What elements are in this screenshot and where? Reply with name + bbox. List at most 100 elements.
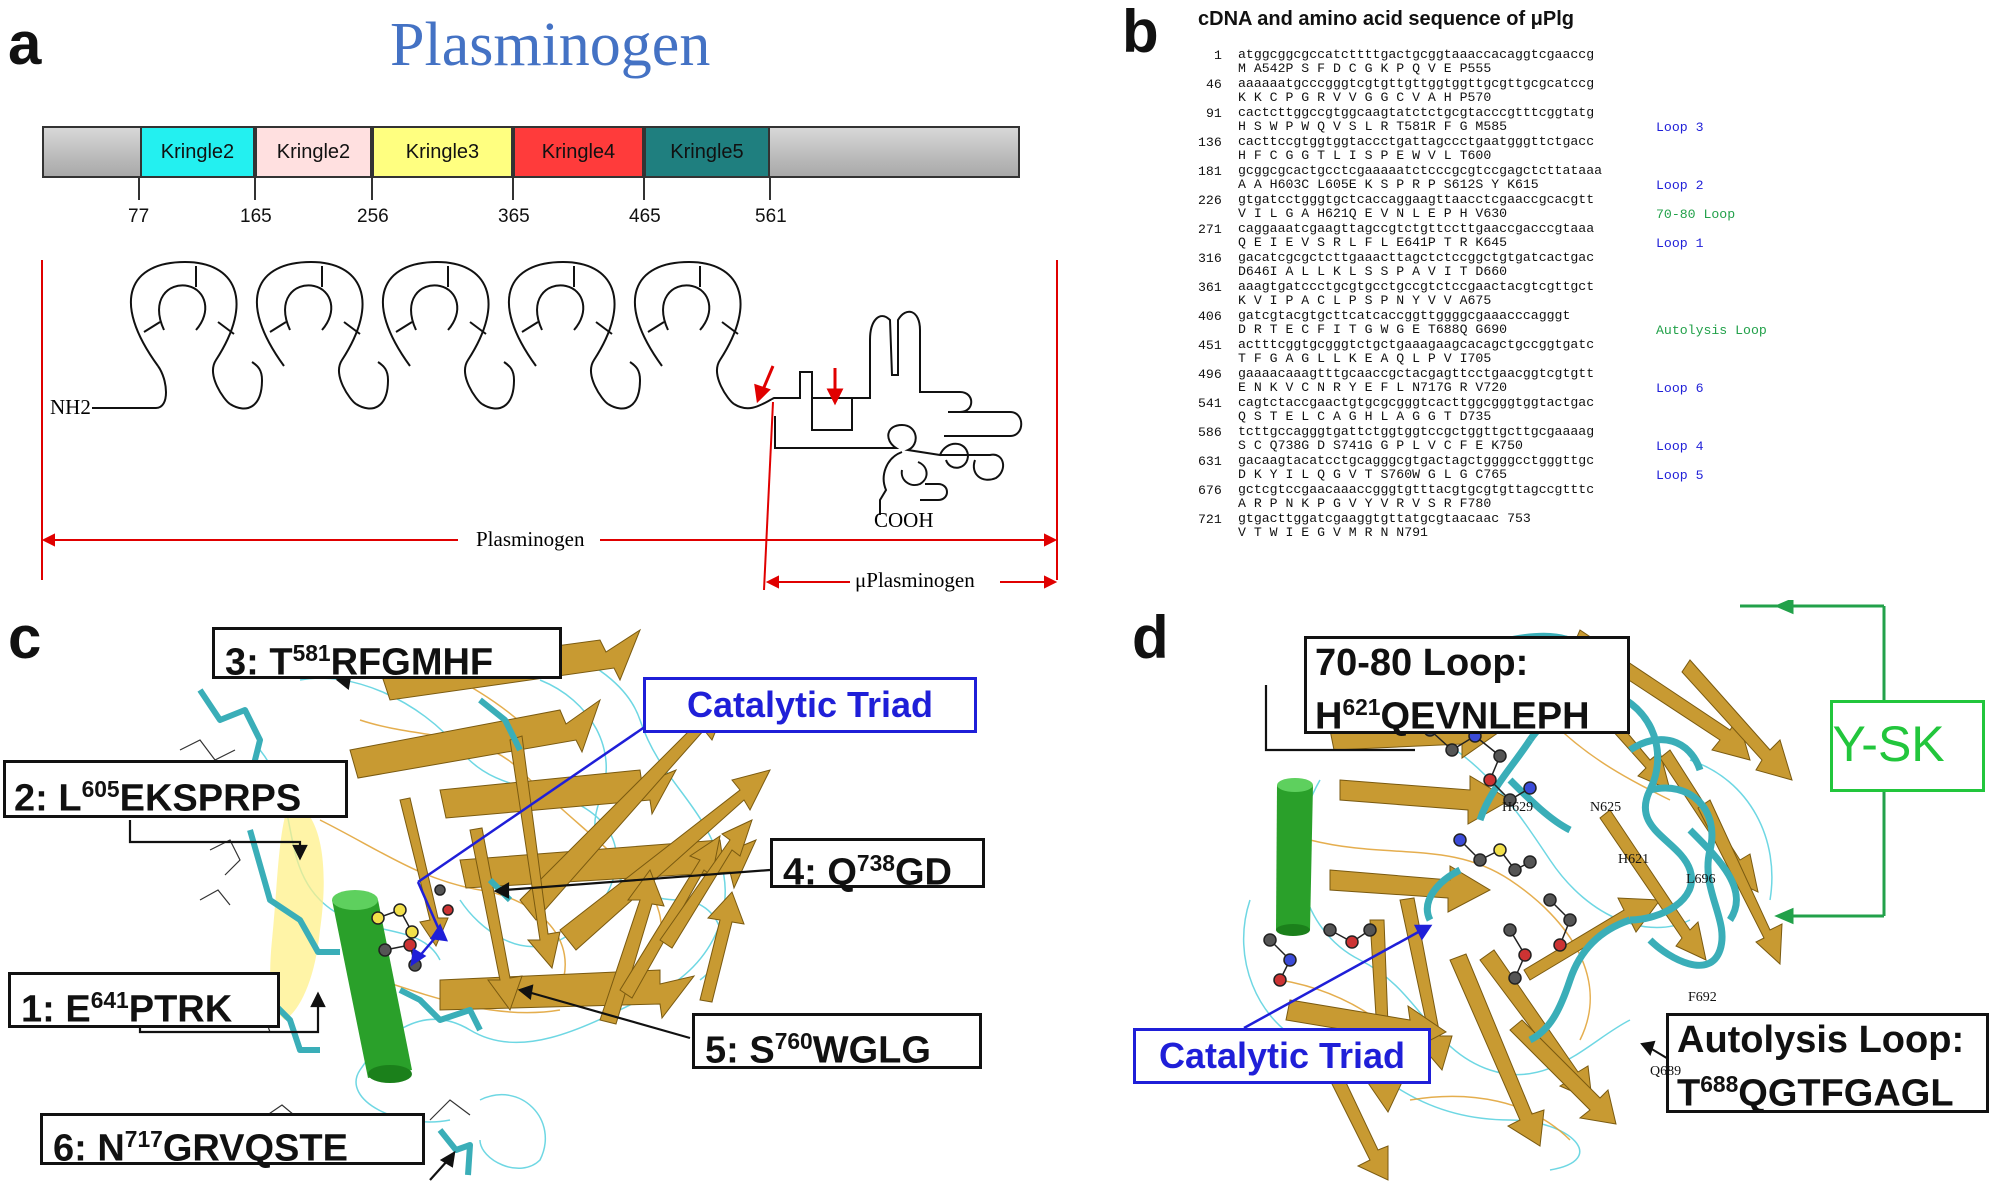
dna-sequence-line: gtgatcctgggtgctcaccaggaagttaacctcgaaccgc… bbox=[1238, 192, 1595, 207]
loop-label-residue-number: 688 bbox=[1700, 1071, 1739, 1097]
loop-70-80-label: 70-80 Loop: H621QEVNLEPH bbox=[1304, 636, 1630, 738]
amino-acid-sequence-line: M A542P S F D C G K P Q V E P555 bbox=[1238, 61, 1492, 76]
y-sk-label-box: 'Y-SK bbox=[1830, 700, 1985, 792]
kringle-segment: Kringle5 bbox=[644, 128, 770, 176]
loop-label-prefix: 3: T bbox=[225, 641, 293, 684]
sequence-row-number: 316 bbox=[1198, 251, 1222, 266]
loop-label-suffix: EKSPRPS bbox=[119, 777, 302, 820]
loop-70-80-sequence: H621QEVNLEPH bbox=[1315, 685, 1627, 739]
sequence-row-number: 1 bbox=[1214, 48, 1222, 63]
loop-label-prefix: 4: Q bbox=[783, 851, 857, 894]
sequence-row-number: 676 bbox=[1198, 483, 1222, 498]
cooh-terminus-label: COOH bbox=[874, 508, 934, 532]
kringle-segment: Kringle2 bbox=[140, 128, 255, 176]
panel-d-structure bbox=[1242, 600, 1886, 1181]
sequence-loop-label: Loop 1 bbox=[1656, 236, 1704, 251]
panel-letter-a: a bbox=[8, 10, 42, 77]
residue-label: L696 bbox=[1686, 872, 1716, 887]
sequence-row-number: 226 bbox=[1198, 193, 1222, 208]
amino-acid-sequence-line: H F C G G T L I S P E W V L T600 bbox=[1238, 148, 1492, 163]
sequence-row-number: 496 bbox=[1198, 367, 1222, 382]
sequence-row-number: 586 bbox=[1198, 425, 1222, 440]
sequence-loop-label: Loop 6 bbox=[1656, 381, 1704, 396]
loop-3-label: 3: T581RFGMHF bbox=[212, 627, 562, 684]
loop-label-prefix: T bbox=[1677, 1072, 1701, 1115]
amino-acid-sequence-line: K K C P G R V V G G C V A H P570 bbox=[1238, 90, 1492, 105]
kringle-label: Kringle4 bbox=[541, 140, 616, 163]
residue-label: H621 bbox=[1618, 852, 1650, 867]
kringle-tick-label: 165 bbox=[240, 206, 272, 227]
residue-label: H629 bbox=[1502, 800, 1534, 815]
kringle-label: Kringle5 bbox=[670, 140, 744, 163]
loop-label-residue-number: 605 bbox=[81, 776, 120, 802]
dna-sequence-line: cagtctaccgaactgtgcgcgggtcacttggcgggtggta… bbox=[1238, 395, 1595, 410]
sequence-row-number: 91 bbox=[1206, 106, 1222, 121]
amino-acid-sequence-line: V I L G A H621Q E V N L E P H V630 bbox=[1238, 206, 1508, 221]
loop-label-prefix: 1: E bbox=[21, 988, 91, 1031]
loop-1-label: 1: E641PTRK bbox=[8, 972, 280, 1031]
plasminogen-range-label: Plasminogen bbox=[470, 527, 591, 552]
kringle-segment: Kringle3 bbox=[372, 128, 513, 176]
y-sk-label: 'Y-SK bbox=[1830, 716, 1945, 772]
plasminogen-schematic bbox=[41, 178, 1058, 591]
amino-acid-sequence-line: K V I P A C L P S P N Y V V A675 bbox=[1238, 293, 1492, 308]
autolysis-loop-label: Autolysis Loop: T688QGTFGAGL bbox=[1666, 1013, 1989, 1116]
amino-acid-sequence-line: E N K V C N R Y E F L N717G R V720 bbox=[1238, 380, 1508, 395]
micro-plasminogen-range-label: μPlasminogen bbox=[855, 568, 975, 592]
loop-label-suffix: WGLG bbox=[812, 1029, 931, 1072]
loop-label-residue-number: 760 bbox=[774, 1028, 813, 1054]
loop-label-residue-number: 621 bbox=[1342, 694, 1381, 720]
kringle-label: Kringle3 bbox=[405, 140, 480, 163]
dna-sequence-line: gtgacttggatcgaaggtgttatgcgtaacaac 753 bbox=[1238, 511, 1531, 526]
sequence-loop-label: 70-80 Loop bbox=[1656, 207, 1736, 222]
kringle-label: Kringle2 bbox=[276, 140, 351, 163]
sequence-row-number: 451 bbox=[1198, 338, 1222, 353]
loop-label-suffix: RFGMHF bbox=[330, 641, 494, 684]
kringle-tick-label: 365 bbox=[498, 206, 530, 227]
loop-4-label: 4: Q738GD bbox=[770, 838, 985, 894]
autolysis-loop-sequence: T688QGTFGAGL bbox=[1677, 1062, 1986, 1116]
dna-sequence-line: gcggcgcactgcctcgaaaaatctcccgcgtccgagctct… bbox=[1238, 163, 1603, 178]
sequence-row-number: 406 bbox=[1198, 309, 1222, 324]
loop-label-suffix: QEVNLEPH bbox=[1380, 695, 1590, 738]
sequence-loop-label: Loop 4 bbox=[1656, 439, 1704, 454]
dna-sequence-line: atggcggcgccatcttttgactgcggtaaaccacaggtcg… bbox=[1238, 47, 1595, 62]
panel-letter-b: b bbox=[1122, 0, 1159, 65]
catalytic-triad-label-c: Catalytic Triad bbox=[643, 677, 977, 733]
dna-sequence-line: cacttccgtggtggtaccctgattagccctgaatgggttc… bbox=[1238, 134, 1595, 149]
amino-acid-sequence-line: S C Q738G D S741G G P L V C F E K750 bbox=[1238, 438, 1523, 453]
kringle-tick-label: 77 bbox=[128, 206, 150, 227]
sequence-row-number: 721 bbox=[1198, 512, 1222, 527]
amino-acid-sequence-line: A A H603C L605E K S P R P S612S Y K615 bbox=[1238, 177, 1539, 192]
dna-sequence-line: caggaaatcgaagttagccgtctgttccttgaaccgaccc… bbox=[1238, 221, 1595, 236]
loop-label-prefix: 6: N bbox=[53, 1127, 125, 1170]
sequence-title: cDNA and amino acid sequence of μPlg bbox=[1198, 8, 1575, 30]
loop-2-label: 2: L605EKSPRPS bbox=[3, 760, 348, 820]
sequence-loop-label: Autolysis Loop bbox=[1656, 323, 1767, 338]
sequence-row-number: 46 bbox=[1206, 77, 1222, 92]
loop-label-prefix: H bbox=[1315, 695, 1343, 738]
dna-sequence-line: gctcgtccgaacaaaccgggtgtttacgtgcgtgttagcc… bbox=[1238, 482, 1595, 497]
amino-acid-sequence-line: A R P N K P G V Y V R V S R F780 bbox=[1238, 496, 1492, 511]
kringle-label: Kringle2 bbox=[160, 140, 235, 163]
dna-sequence-line: cactcttggccgtggcaagtatctctgcgtacccgtttcg… bbox=[1238, 105, 1595, 120]
residue-label: F692 bbox=[1688, 990, 1717, 1005]
plasminogen-title: Plasminogen bbox=[390, 11, 711, 79]
residue-label: N625 bbox=[1590, 800, 1622, 815]
loop-label-residue-number: 641 bbox=[90, 987, 129, 1013]
amino-acid-sequence-line: T F G A G L L K E A Q L P V I705 bbox=[1238, 351, 1492, 366]
loop-label-suffix: GD bbox=[894, 851, 952, 894]
sequence-block: 1 atggcggcgccatcttttgactgcggtaaaccacaggtc… bbox=[1196, 47, 1996, 588]
sequence-row-number: 136 bbox=[1198, 135, 1222, 150]
amino-acid-sequence-line: D K Y I L Q G V T S760W G L G C765 bbox=[1238, 467, 1508, 482]
dna-sequence-line: gacaagtacatcctgcagggcgtgactagctggggcctgg… bbox=[1238, 453, 1595, 468]
dna-sequence-line: gatcgtacgtgcttcatcaccggttggggcgaaacccagg… bbox=[1238, 308, 1571, 323]
sequence-row-number: 181 bbox=[1198, 164, 1222, 179]
loop-70-80-title: 70-80 Loop: bbox=[1315, 642, 1529, 684]
amino-acid-sequence-line: Q E I E V S R L F L E641P T R K645 bbox=[1238, 235, 1508, 250]
loop-label-residue-number: 738 bbox=[856, 850, 895, 876]
loop-label-suffix: PTRK bbox=[128, 988, 233, 1031]
amino-acid-sequence-line: V T W I E G V M R N N791 bbox=[1238, 525, 1428, 540]
panel-letter-c: c bbox=[8, 604, 42, 671]
loop-label-suffix: GRVQSTE bbox=[162, 1127, 348, 1170]
